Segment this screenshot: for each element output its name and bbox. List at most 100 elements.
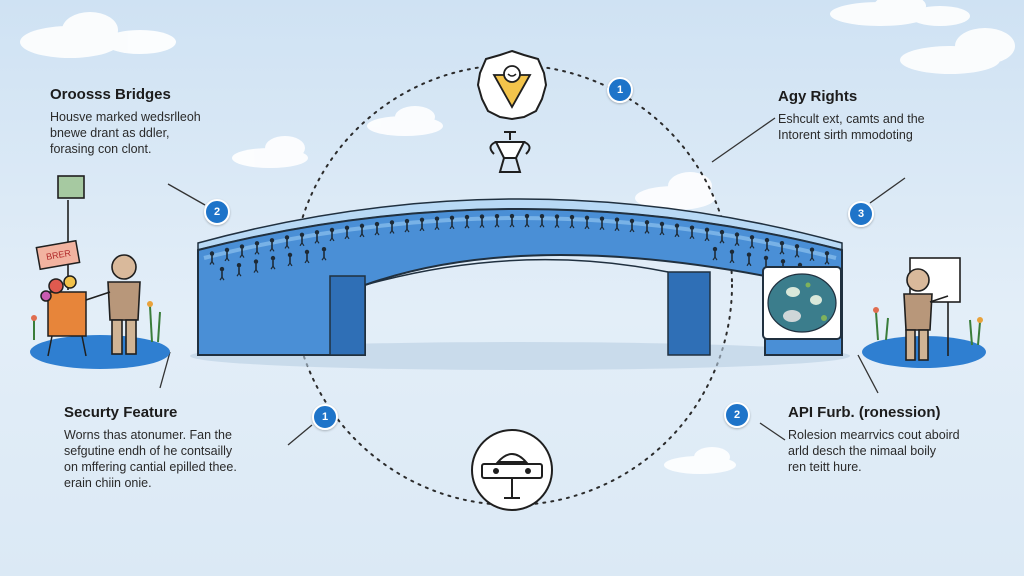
leader-line bbox=[711, 117, 776, 163]
bridge-front-face bbox=[197, 208, 843, 356]
crowd-figure bbox=[344, 225, 350, 240]
crowd-figure bbox=[659, 221, 665, 236]
left-scene: BRER bbox=[31, 175, 161, 357]
person-left bbox=[85, 254, 141, 355]
signpost bbox=[57, 175, 85, 290]
crowd-figure bbox=[494, 214, 500, 228]
crowd-figure bbox=[304, 249, 310, 264]
leader-line bbox=[869, 177, 906, 204]
crowd-figure bbox=[464, 214, 470, 229]
cloud bbox=[367, 106, 443, 136]
bridge-right-pillar bbox=[667, 271, 711, 356]
cloud bbox=[664, 447, 736, 474]
crowd-figure bbox=[704, 227, 710, 242]
crowd-figure bbox=[419, 217, 425, 232]
bridge-left-pillar bbox=[329, 275, 366, 356]
sign-text: BRER bbox=[45, 248, 72, 262]
block-top-right: Agy Rights Eshcult ext, camts and the In… bbox=[778, 88, 998, 143]
bridge bbox=[197, 198, 843, 356]
right-scene bbox=[873, 257, 983, 361]
crowd-figure bbox=[794, 244, 800, 258]
crowd-figure bbox=[712, 246, 718, 261]
block-line: Intorent sirth mmodoting bbox=[778, 128, 913, 142]
crowd-figure bbox=[374, 221, 380, 236]
block-body: Housve marked wedsrlleoh bnewe drant as … bbox=[50, 109, 260, 157]
crowd-figure bbox=[764, 237, 770, 252]
crowd-figure bbox=[270, 255, 276, 270]
bridge-underside bbox=[364, 258, 669, 286]
block-title: Securty Feature bbox=[64, 404, 178, 421]
crowd-figure bbox=[359, 223, 365, 238]
crowd-figure bbox=[314, 230, 320, 244]
block-line: Worns thas atonumer. Fan the bbox=[64, 428, 232, 442]
crowd-figure bbox=[614, 217, 620, 232]
crowd-figure bbox=[779, 240, 785, 255]
cloud bbox=[830, 0, 970, 26]
crowd-figure bbox=[644, 220, 650, 234]
crowd-figure bbox=[524, 213, 530, 228]
plants-left bbox=[31, 301, 161, 343]
crowd-figure bbox=[509, 213, 515, 228]
block-top-left: Oroosss Bridges Housve marked wedsrlleoh… bbox=[50, 86, 260, 157]
block-line: erain chiin onie. bbox=[64, 476, 152, 490]
crowd-figure bbox=[224, 247, 230, 262]
crowd-figure bbox=[539, 213, 545, 228]
crowd-figure bbox=[209, 251, 215, 265]
block-body: Eshcult ext, camts and the Intorent sirt… bbox=[778, 111, 998, 143]
crowd-figure bbox=[404, 218, 410, 233]
crowd-figure bbox=[749, 235, 755, 249]
leader-line bbox=[759, 422, 786, 441]
crowd-figure bbox=[729, 249, 735, 264]
crowd-figure bbox=[219, 266, 225, 281]
crowd-figure bbox=[689, 225, 695, 240]
crowd-figure bbox=[479, 214, 485, 228]
crowd-figure bbox=[321, 246, 327, 261]
step-badge-left-upper: 2 bbox=[204, 199, 230, 225]
crowd-figure bbox=[763, 255, 769, 270]
crowd-figure bbox=[254, 241, 260, 255]
step-badge-left-lower: 1 bbox=[312, 404, 338, 430]
crowd-figure bbox=[734, 232, 740, 246]
step-badge-right-upper: 3 bbox=[848, 201, 874, 227]
block-line: on mffering cantial epilled thee. bbox=[64, 460, 237, 474]
block-body: Rolesion mearrvics cout aboird arld desc… bbox=[788, 427, 1008, 475]
block-line: bnewe drant as ddler, bbox=[50, 126, 170, 140]
leader-lines bbox=[159, 117, 906, 446]
cloud bbox=[635, 172, 715, 210]
crowd-figure bbox=[239, 244, 245, 258]
bridge-highlight bbox=[203, 216, 837, 260]
step-badge-top-center: 1 bbox=[607, 77, 633, 103]
cloud bbox=[232, 136, 308, 168]
crowd-figure bbox=[554, 214, 560, 228]
crowd-figure bbox=[629, 218, 635, 233]
leader-line bbox=[159, 351, 171, 389]
block-line: Rolesion mearrvics cout aboird bbox=[788, 428, 960, 442]
crowd-figure bbox=[389, 220, 395, 234]
plants-right bbox=[873, 307, 983, 346]
crowd-figure bbox=[584, 215, 590, 230]
crowd-figure bbox=[253, 259, 259, 273]
crowd-figure bbox=[599, 216, 605, 230]
step-badge-right-lower: 2 bbox=[724, 402, 750, 428]
crowd-figure bbox=[269, 238, 275, 252]
clouds bbox=[20, 0, 1015, 474]
crowd-figure bbox=[824, 251, 830, 265]
person-right bbox=[903, 268, 949, 361]
crowd-figure bbox=[719, 229, 725, 244]
crowd-figure bbox=[236, 263, 242, 277]
block-bottom-left: Securty Feature Worns thas atonumer. Fan… bbox=[64, 404, 294, 491]
block-line: sefgutine endh of he contsailly bbox=[64, 444, 233, 458]
crowd-figure bbox=[434, 216, 440, 231]
block-body: Worns thas atonumer. Fan the sefgutine e… bbox=[64, 427, 294, 491]
crowd-figure bbox=[674, 223, 680, 238]
cloud bbox=[20, 12, 176, 58]
block-title: Agy Rights bbox=[778, 88, 858, 105]
block-line: Housve marked wedsrlleoh bbox=[50, 110, 201, 124]
leader-line bbox=[287, 424, 313, 446]
block-title: API Furb. (ronession) bbox=[788, 404, 941, 421]
crowd-figure bbox=[809, 247, 815, 262]
leader-line bbox=[857, 354, 879, 394]
crowd-figure bbox=[329, 227, 335, 242]
crowd-figure bbox=[299, 232, 305, 247]
